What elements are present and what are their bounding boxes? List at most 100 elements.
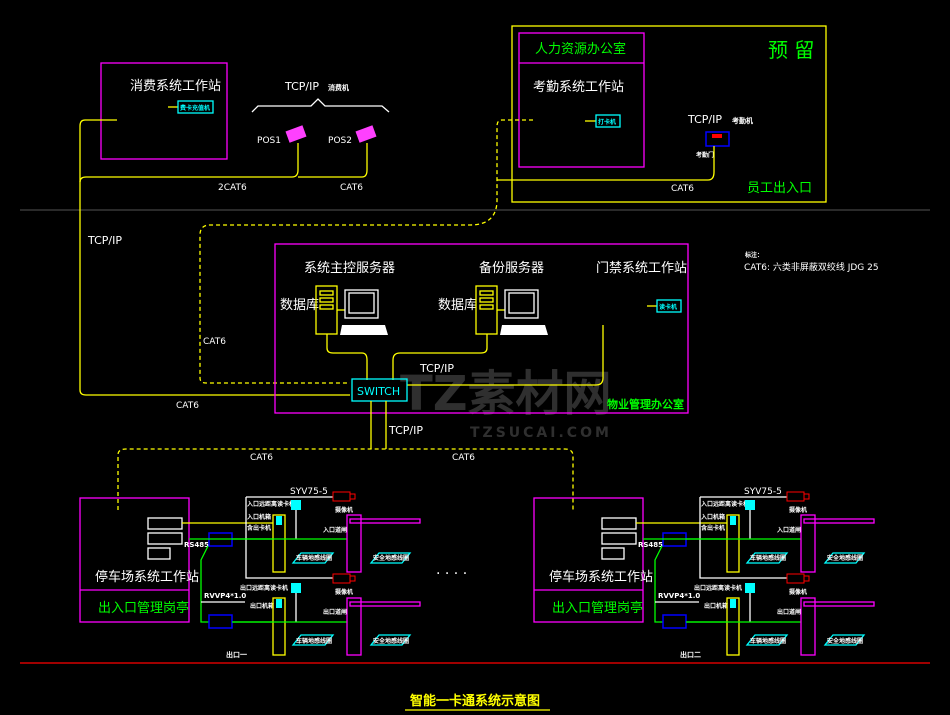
main-server-icon — [315, 285, 345, 335]
loop-label: 车辆地感线圈 — [296, 554, 332, 562]
cable-hr — [199, 119, 533, 384]
exit-name: 出口二 — [680, 650, 701, 659]
hr-protocol: TCP/IP — [687, 113, 722, 126]
network-switch — [351, 378, 408, 402]
attendance-terminal-label: 考勤机 — [732, 116, 753, 125]
cable-parking — [117, 448, 574, 510]
camera-label: 摄像机 — [335, 506, 353, 514]
access-reader-device — [656, 299, 682, 313]
hr-zone — [511, 25, 827, 203]
hr-cable-label: CAT6 — [671, 184, 694, 194]
puncher-device — [595, 114, 621, 128]
backup-computer-icon — [500, 289, 548, 335]
attendance-workstation-label: 考勤系统工作站 — [533, 80, 624, 95]
entry-barrier — [800, 514, 816, 573]
camera-label: 摄像机 — [789, 506, 807, 514]
access-workstation-label: 门禁系统工作站 — [596, 261, 687, 276]
camera-icon — [332, 491, 351, 502]
attendance-terminal-icon — [705, 131, 730, 147]
exit-barrier — [800, 597, 816, 656]
cable-consumption — [79, 119, 350, 396]
pos1-icon — [285, 125, 307, 143]
exit-cabinet — [272, 597, 286, 656]
exit-name: 出口一 — [226, 650, 247, 659]
more-exits-ellipsis: · · · · — [436, 566, 467, 582]
safety-loop-label: 安全地感线圈 — [827, 637, 863, 645]
controller-icon — [208, 614, 233, 629]
pos2-label: POS2 — [328, 136, 352, 146]
watermark: TZ素材网 TZSUCAI.COM — [400, 366, 612, 441]
access-reader-label: 读卡机 — [659, 303, 677, 311]
consumption-protocol: TCP/IP — [284, 80, 319, 93]
safety-loop-label: 安全地感线圈 — [373, 554, 409, 562]
exit-barrier — [346, 597, 362, 656]
property-office-label: 物业管理办公室 — [607, 397, 684, 411]
loop-label: 车辆地感线圈 — [750, 637, 786, 645]
property-office — [274, 243, 689, 414]
dispenser-label: 含出卡机 — [701, 524, 725, 532]
cable — [79, 143, 299, 183]
camera-label: 摄像机 — [335, 588, 353, 596]
parking-booth — [79, 497, 190, 623]
safety-loop-label: 安全地感线圈 — [373, 637, 409, 645]
parking-exit-1: 停车场系统工作站 出入口管理岗亭 RS485 RVVP4*1.0 SYV75-5… — [79, 487, 421, 659]
reader-icon — [291, 583, 301, 593]
database2-label: 数据库 — [438, 297, 477, 313]
cat6-label-b: CAT6 — [176, 401, 199, 411]
cable — [298, 143, 368, 178]
staff-entrance-label: 员工出入口 — [747, 181, 812, 196]
entry-barrier — [346, 514, 362, 573]
dispenser-label: 含出卡机 — [247, 524, 271, 532]
puncher-label: 打卡机 — [598, 118, 616, 126]
out-box-label: 出口机箱 — [250, 602, 274, 610]
tcpip-left-label: TCP/IP — [87, 234, 122, 247]
main-computer-icon — [340, 289, 388, 335]
camera-icon — [786, 573, 805, 584]
entry-cabinet — [726, 514, 740, 573]
rs485-label: RS485 — [184, 541, 209, 549]
out-gate-label: 出口道闸 — [777, 608, 801, 616]
camera-icon — [786, 491, 805, 502]
cable — [392, 334, 488, 380]
consumption-room — [100, 62, 228, 160]
reserved-label: 预 留 — [768, 38, 814, 62]
backup-server-label: 备份服务器 — [479, 260, 544, 276]
tcpip-mid-label: TCP/IP — [419, 362, 454, 375]
reader-icon — [745, 583, 755, 593]
consumption-workstation-label: 消费系统工作站 — [130, 79, 221, 94]
pos2-icon — [355, 125, 377, 143]
video-cable-label: SYV75-5 — [290, 487, 328, 497]
brace — [251, 98, 390, 113]
entry-cabinet — [272, 514, 286, 573]
database1-label: 数据库 — [280, 297, 319, 313]
in-gate-label: 入口道闸 — [776, 526, 801, 534]
cat6-label-right: CAT6 — [452, 453, 475, 463]
controller-icon — [662, 614, 687, 629]
cable — [497, 146, 715, 181]
parking-exit-2: 停车场系统工作站 出入口管理岗亭 RS485 RVVP4*1.0 SYV75-5… — [533, 487, 875, 659]
pos1-label: POS1 — [257, 136, 281, 146]
in-gate-label: 入口道闸 — [322, 526, 347, 534]
video-cable-label: SYV75-5 — [744, 487, 782, 497]
tcpip-down-label: TCP/IP — [388, 424, 423, 437]
rvvp-label: RVVP4*1.0 — [204, 592, 246, 600]
recharge-device — [177, 100, 214, 114]
out-reader-label: 出口远距离读卡机 — [694, 584, 742, 592]
loop-label: 车辆地感线圈 — [750, 554, 786, 562]
reader-icon — [745, 500, 755, 510]
legend-text: CAT6: 六类非屏蔽双绞线 JDG 25 — [744, 261, 879, 273]
safety-loop-label: 安全地感线圈 — [827, 554, 863, 562]
cable — [407, 325, 604, 386]
parking-workstation-label: 停车场系统工作站 — [95, 569, 199, 585]
reader-icon — [291, 500, 301, 510]
main-server-label: 系统主控服务器 — [304, 260, 395, 276]
out-gate-label: 出口道闸 — [323, 608, 347, 616]
out-box-label: 出口机箱 — [704, 602, 728, 610]
legend-heading: 标注： — [744, 251, 763, 259]
cable — [326, 334, 368, 380]
rs485-label: RS485 — [638, 541, 663, 549]
terminal-display — [712, 134, 722, 138]
camera-label: 摄像机 — [789, 588, 807, 596]
